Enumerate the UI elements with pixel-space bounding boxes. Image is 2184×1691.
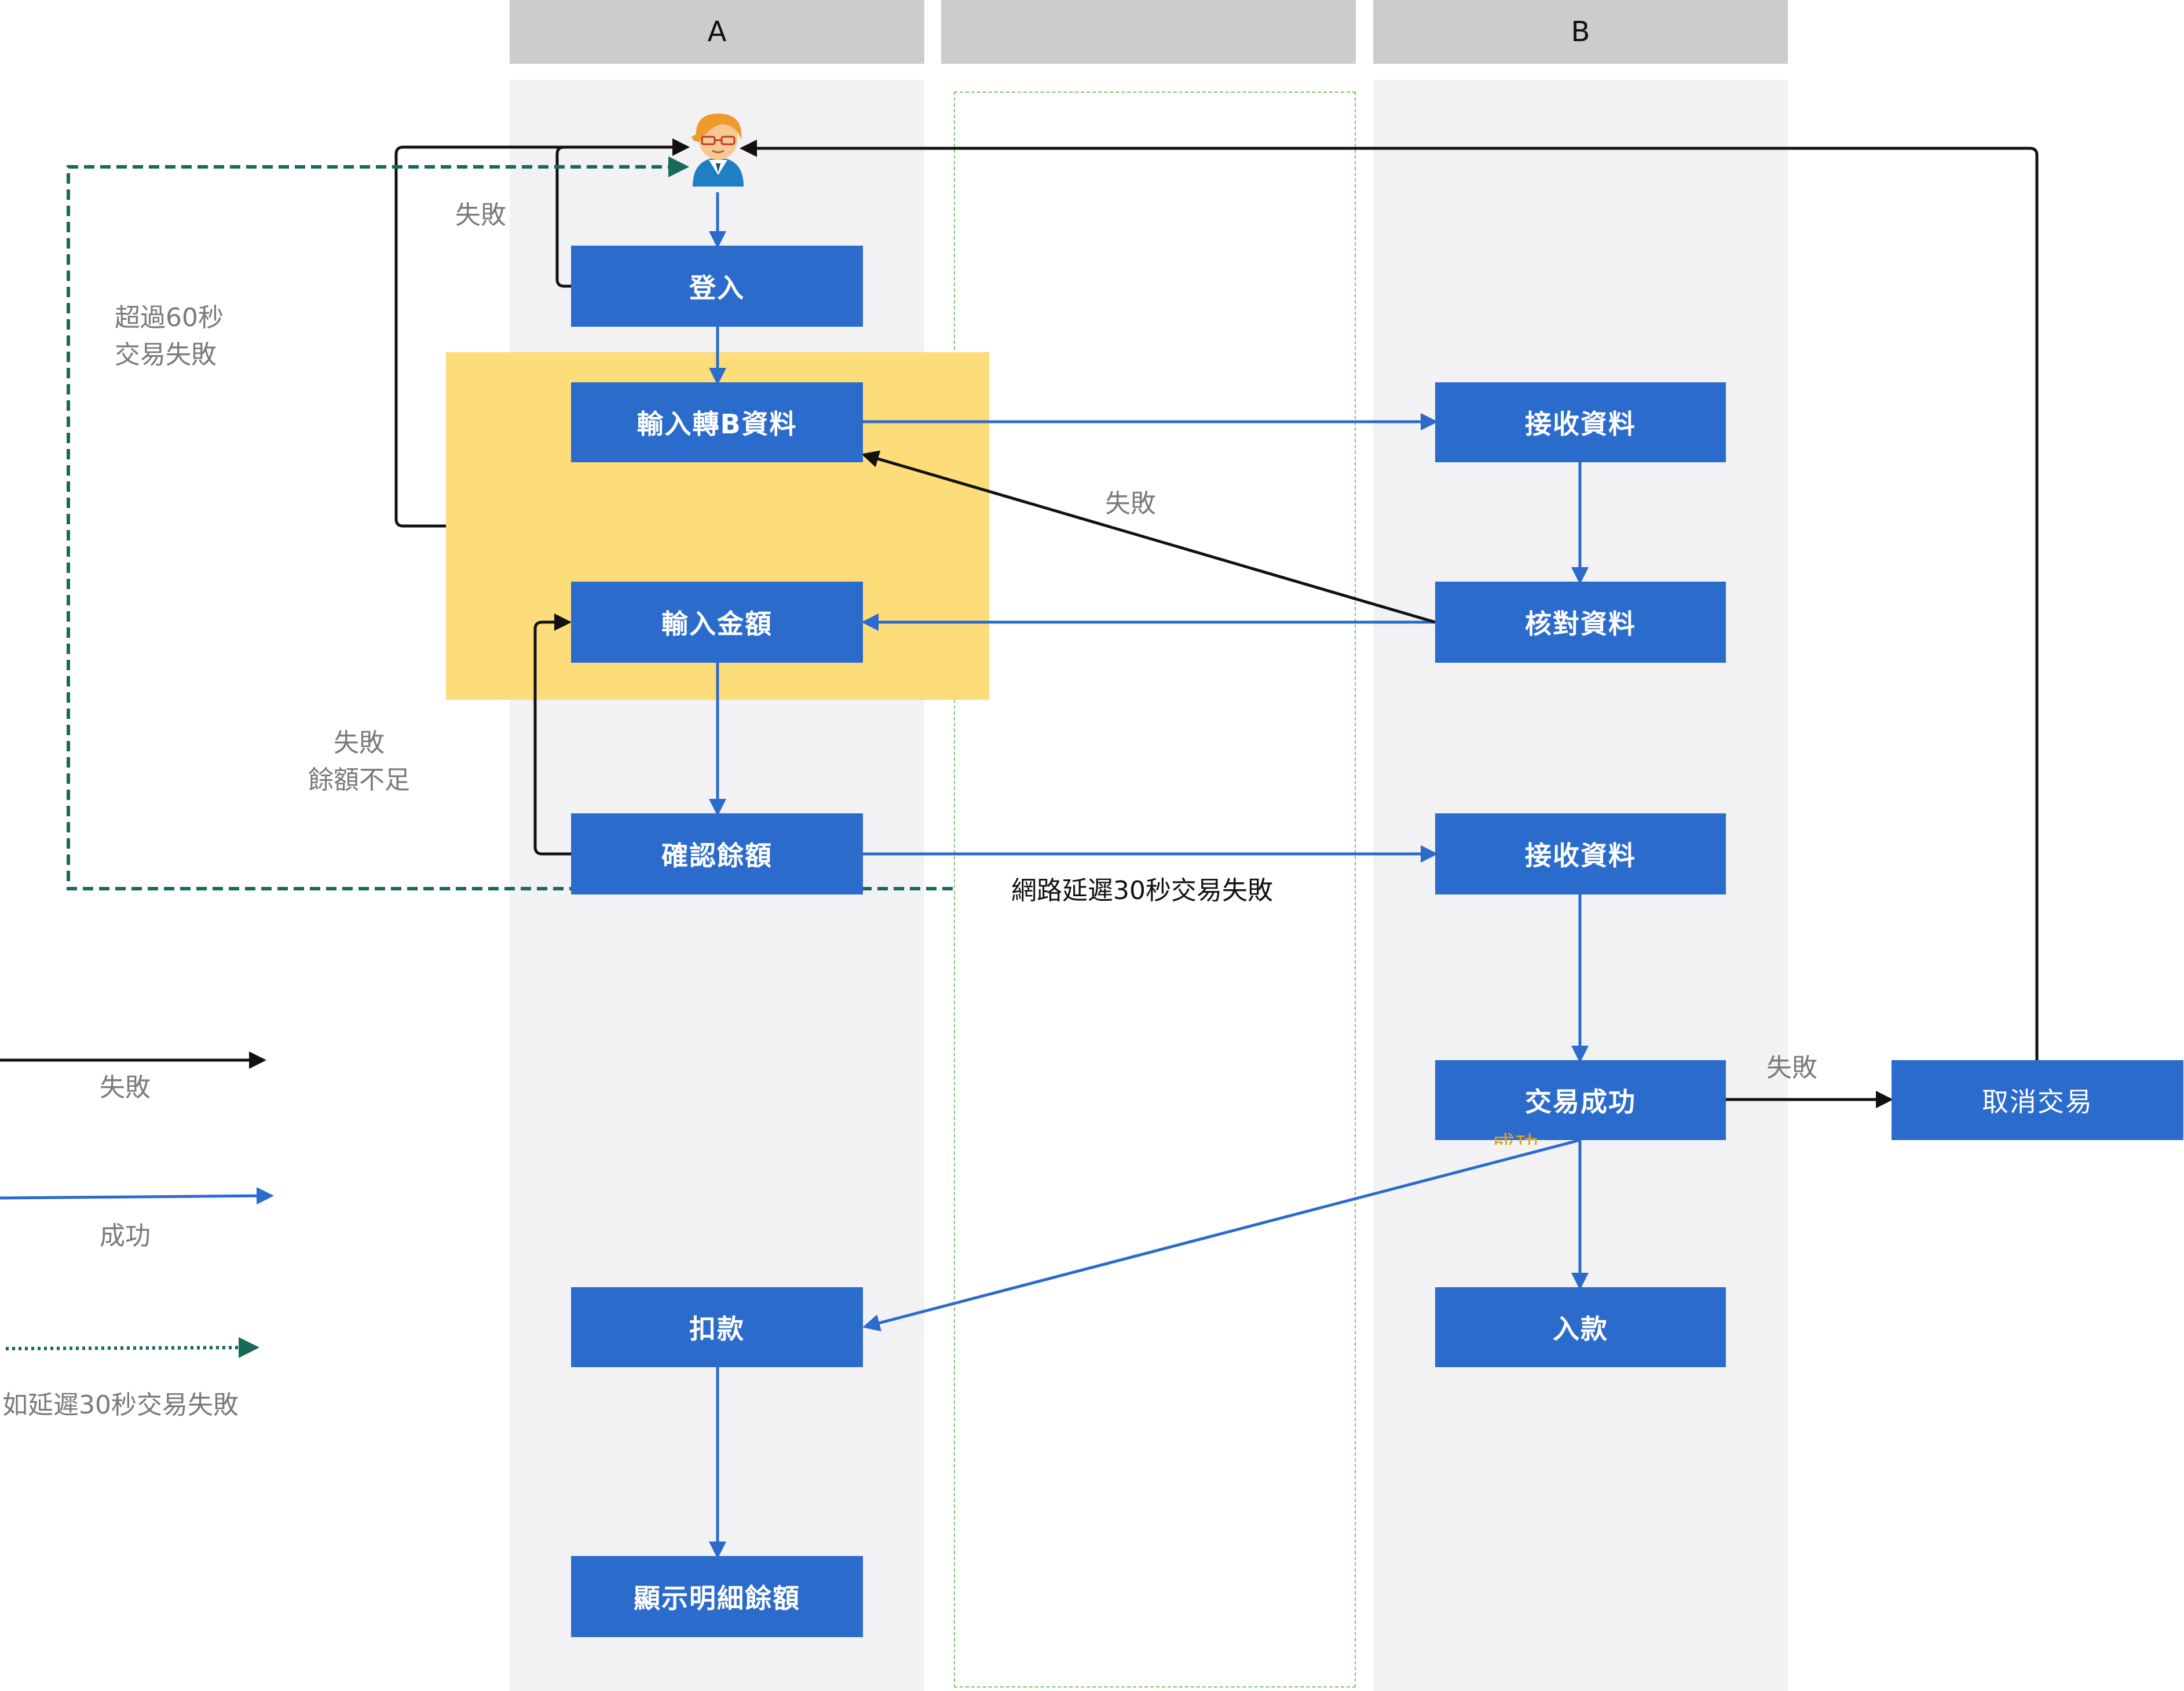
confirm-balance-button[interactable]: 確認餘額 — [571, 813, 863, 894]
flow-balance-fail — [533, 613, 572, 856]
lane-header-b: B — [1373, 0, 1788, 64]
label-login-fail: 失敗 — [455, 200, 506, 230]
flow-timeout-fail — [394, 138, 690, 528]
legend-success-label: 成功 — [100, 1221, 151, 1251]
label-trade-fail: 失敗 — [1766, 1053, 1817, 1083]
receive-data-button-2[interactable]: 接收資料 — [1435, 813, 1726, 894]
flow-cancel-to-user — [740, 140, 2039, 1060]
flow-verify-fail — [861, 450, 1436, 624]
flow-network-delay — [67, 156, 953, 890]
show-balance-button[interactable]: 顯示明細餘額 — [571, 1556, 863, 1637]
flow-success-to-deduct — [862, 1138, 1581, 1332]
legend-success-line — [0, 1187, 274, 1205]
legend-delay-label: 如延遲30秒交易失敗 — [2, 1390, 239, 1420]
label-balance-fail-line1: 失敗 — [334, 728, 385, 758]
input-amount-button[interactable]: 輸入金額 — [571, 582, 863, 663]
label-balance-fail-line2: 餘額不足 — [308, 765, 410, 795]
label-verify-fail: 失敗 — [1105, 489, 1156, 518]
label-timeout-line1: 超過60秒 — [115, 303, 224, 333]
receive-data-button-1[interactable]: 接收資料 — [1435, 382, 1726, 462]
deposit-button[interactable]: 入款 — [1435, 1287, 1726, 1367]
deduct-button[interactable]: 扣款 — [571, 1287, 863, 1367]
verify-data-button[interactable]: 核對資料 — [1435, 582, 1726, 663]
network-zone — [954, 92, 1356, 1688]
lane-header-middle — [941, 0, 1356, 64]
user-avatar-icon — [692, 114, 744, 187]
lane-header-a: A — [510, 0, 924, 64]
label-timeout-line2: 交易失敗 — [115, 340, 217, 370]
label-network-delay: 網路延遲30秒交易失敗 — [1011, 876, 1273, 905]
legend-delay-line — [5, 1337, 259, 1358]
legend-fail-label: 失敗 — [100, 1073, 151, 1102]
login-button[interactable]: 登入 — [571, 246, 863, 327]
input-b-data-button[interactable]: 輸入轉B資料 — [571, 382, 863, 462]
trade-success-button[interactable]: 交易成功 — [1435, 1060, 1726, 1140]
cancel-trade-button[interactable]: 取消交易 — [1892, 1060, 2183, 1140]
label-success-hidden: 成功 — [1492, 1131, 1538, 1145]
